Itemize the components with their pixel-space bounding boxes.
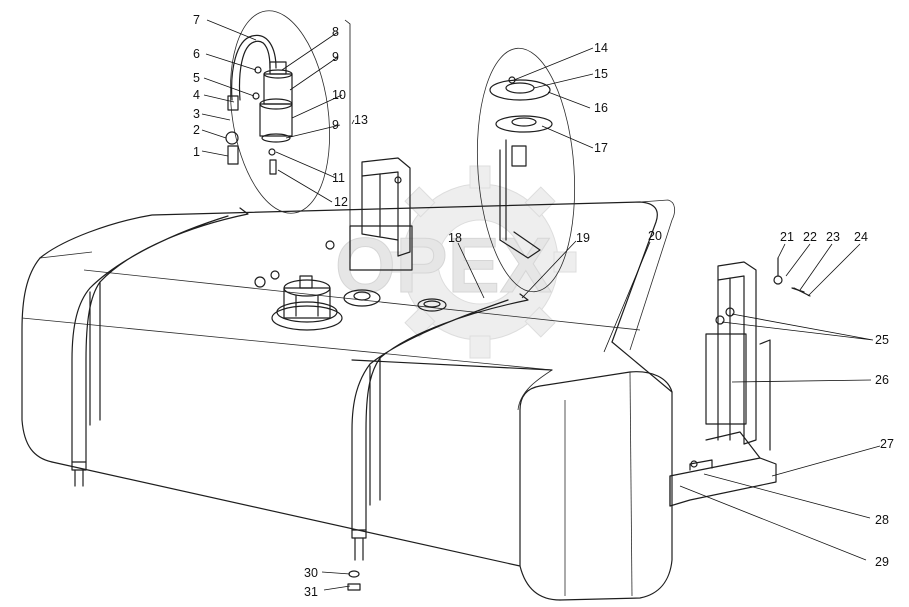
watermark-logo: OPEX: [335, 165, 577, 359]
callout-labels: 7 6 5 4 3 2 1 8 9 10 9 13 11 12 14 15 16…: [193, 13, 894, 599]
watermark-text: OPEX: [335, 221, 552, 309]
callout-20: 20: [648, 229, 662, 243]
tank-bracket-right: [669, 257, 811, 507]
tank-strap-left: [71, 207, 249, 487]
callout-23: 23: [826, 230, 840, 244]
callout-28: 28: [875, 513, 889, 527]
callout-5: 5: [193, 71, 200, 85]
callout-30: 30: [304, 566, 318, 580]
callout-26: 26: [875, 373, 889, 387]
callout-31: 31: [304, 585, 318, 599]
callout-15: 15: [594, 67, 608, 81]
leader-lines: [201, 19, 881, 591]
level-sender-exploded-view: [476, 47, 576, 293]
callout-1: 1: [193, 145, 200, 159]
callout-3: 3: [193, 107, 200, 121]
callout-14: 14: [594, 41, 608, 55]
callout-24: 24: [854, 230, 868, 244]
fuel-tank: [21, 199, 676, 601]
callout-2: 2: [193, 123, 200, 137]
callout-19: 19: [576, 231, 590, 245]
callout-17: 17: [594, 141, 608, 155]
callout-10: 10: [332, 88, 346, 102]
washer-and-nut: [347, 570, 361, 591]
callout-29: 29: [875, 555, 889, 569]
fuel-pump-exploded-view: [225, 10, 331, 214]
tank-bracket-upright-left: [325, 157, 413, 271]
callout-6: 6: [193, 47, 200, 61]
callout-18: 18: [448, 231, 462, 245]
callout-9-second: 9: [332, 118, 339, 132]
callout-4: 4: [193, 88, 200, 102]
callout-16: 16: [594, 101, 608, 115]
callout-25: 25: [875, 333, 889, 347]
callout-7: 7: [193, 13, 200, 27]
callout-27: 27: [880, 437, 894, 451]
callout-9: 9: [332, 50, 339, 64]
callout-21: 21: [780, 230, 794, 244]
callout-12: 12: [334, 195, 348, 209]
callout-11: 11: [332, 171, 345, 185]
callout-22: 22: [803, 230, 817, 244]
tank-strap-right: [351, 293, 529, 561]
callout-13: 13: [354, 113, 368, 127]
fuel-level-sender-assembly: [254, 270, 447, 331]
callout-8: 8: [332, 25, 339, 39]
